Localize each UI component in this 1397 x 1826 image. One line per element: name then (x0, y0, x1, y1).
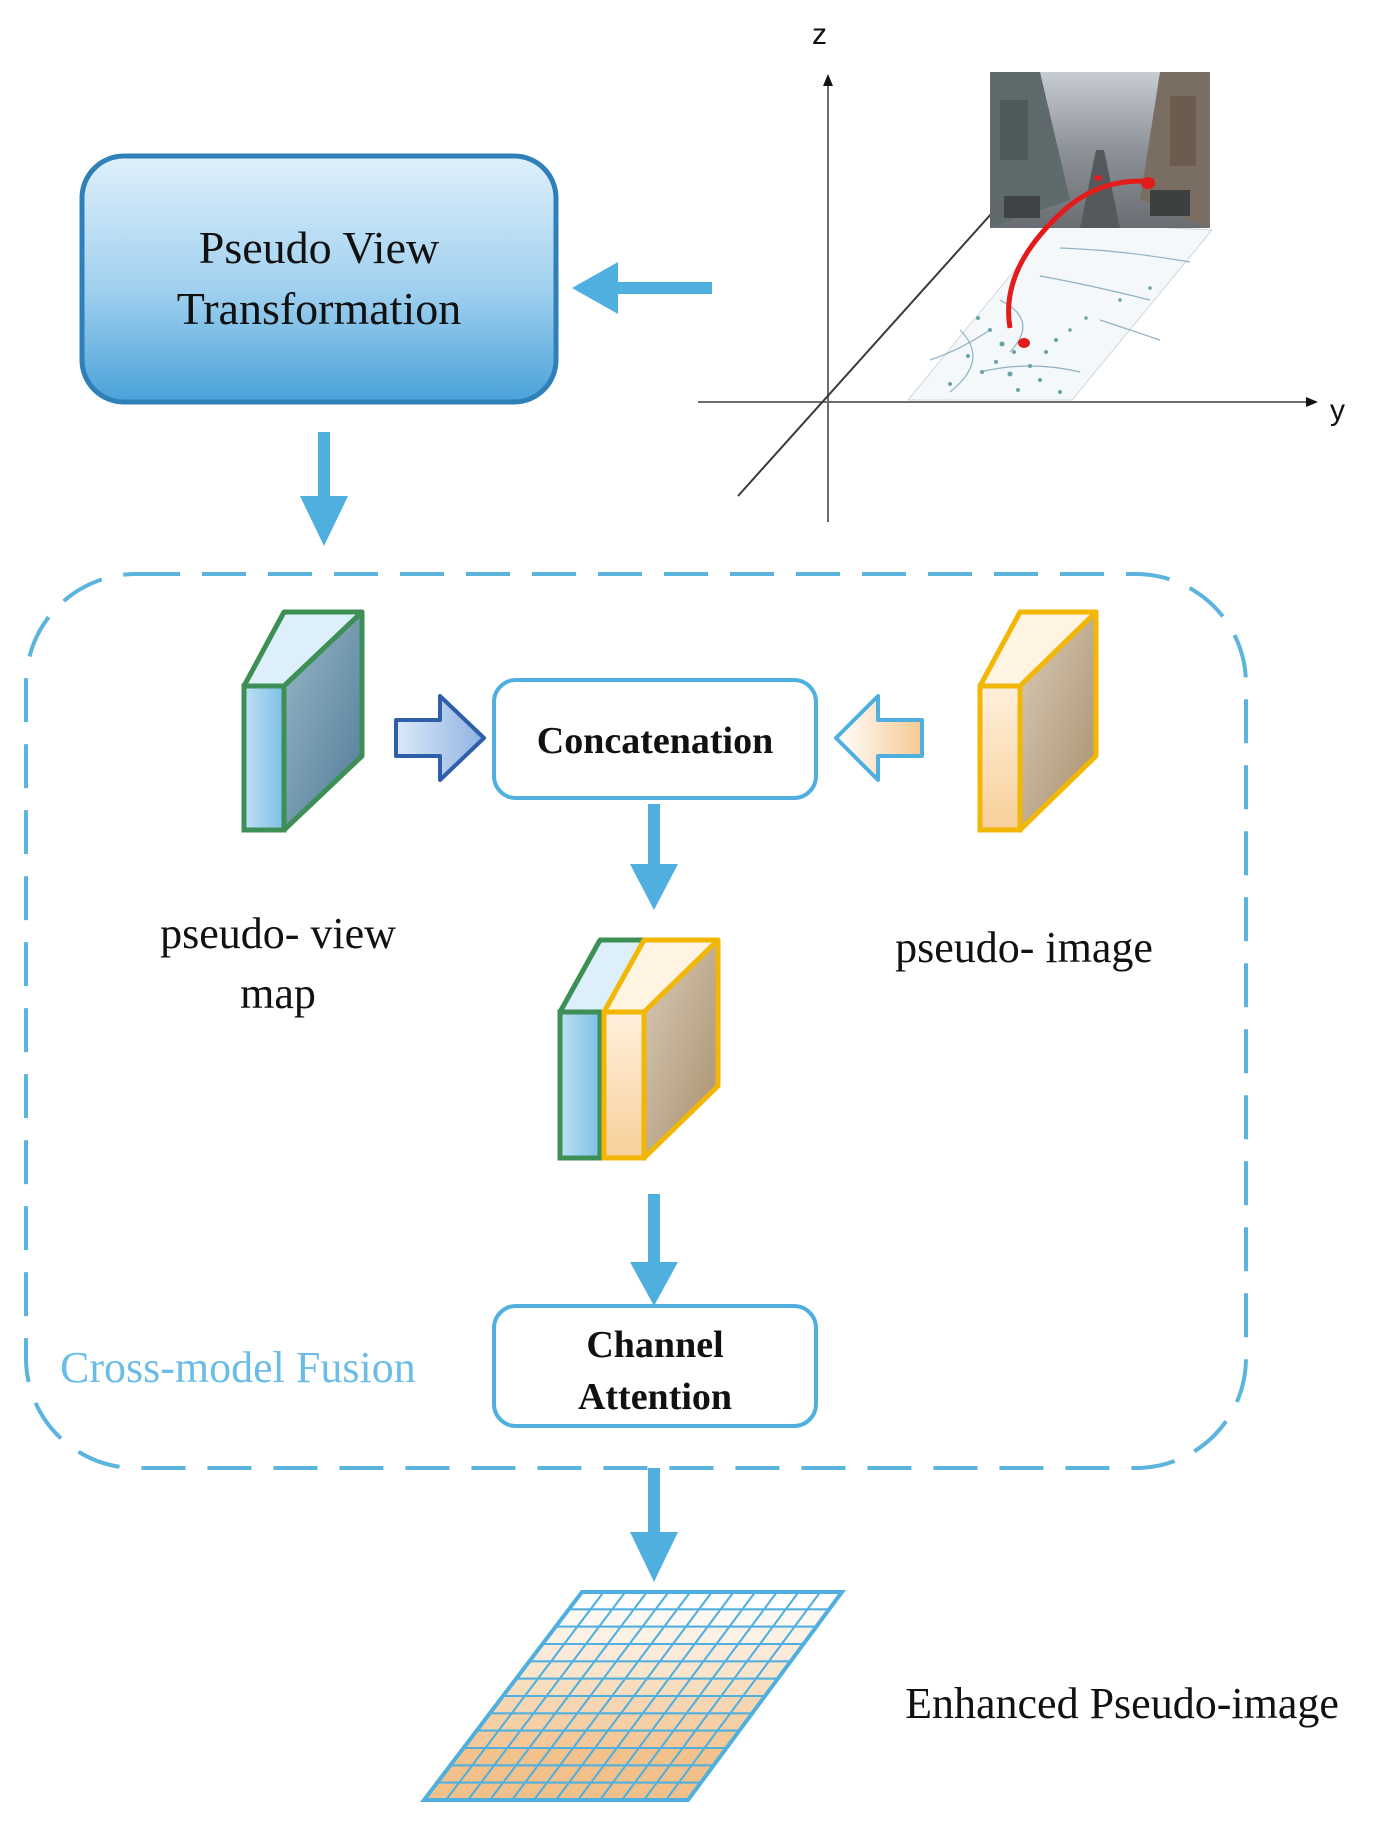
arrow-feature-to-attention (630, 1194, 678, 1306)
arrow-pseudo-image-to-concat (834, 694, 924, 782)
pseudo-image-label: pseudo- image (895, 923, 1153, 972)
channel-attention-block: Channel Attention (492, 1304, 818, 1428)
pseudo-view-map-block (241, 609, 365, 833)
projection-curve (1006, 175, 1155, 348)
concatenation-block: Concatenation (492, 678, 818, 800)
pseudo-image-block (977, 609, 1099, 833)
fusion-region-label: Cross-model Fusion (60, 1343, 416, 1392)
point-cloud-plane (906, 221, 1214, 401)
x-axis (737, 163, 1037, 497)
camera-image (990, 72, 1210, 228)
grid-border (419, 1590, 846, 1802)
channel-attention-line2: Attention (578, 1376, 732, 1418)
z-axis-label: z (812, 18, 827, 51)
arrow-pvt-to-fusion (300, 432, 348, 546)
pvt-line1: Pseudo View (199, 222, 440, 273)
z-axis-arrowhead (823, 74, 833, 86)
arrow-concat-to-feature (630, 804, 678, 910)
channel-attention-line1: Channel (586, 1324, 723, 1366)
enhanced-pseudo-image-grid (419, 1590, 846, 1802)
pseudo-view-map-label-line2: map (240, 969, 316, 1018)
concatenated-feature-block (557, 937, 721, 1161)
arrow-attention-to-output (630, 1468, 678, 1582)
fusion-region-border (24, 572, 1248, 1470)
concatenation-label: Concatenation (537, 720, 773, 762)
pseudo-view-transformation-block: Pseudo View Transformation (79, 153, 559, 405)
arrow-axes-to-pvt (572, 262, 712, 314)
pseudo-view-map-label-line1: pseudo- view (160, 909, 396, 958)
enhanced-pseudo-image-label: Enhanced Pseudo-image (905, 1679, 1339, 1728)
y-axis-arrowhead (1306, 397, 1318, 407)
arrow-view-map-to-concat (394, 694, 486, 782)
pvt-line2: Transformation (177, 283, 462, 334)
y-axis-label: y (1330, 394, 1345, 427)
